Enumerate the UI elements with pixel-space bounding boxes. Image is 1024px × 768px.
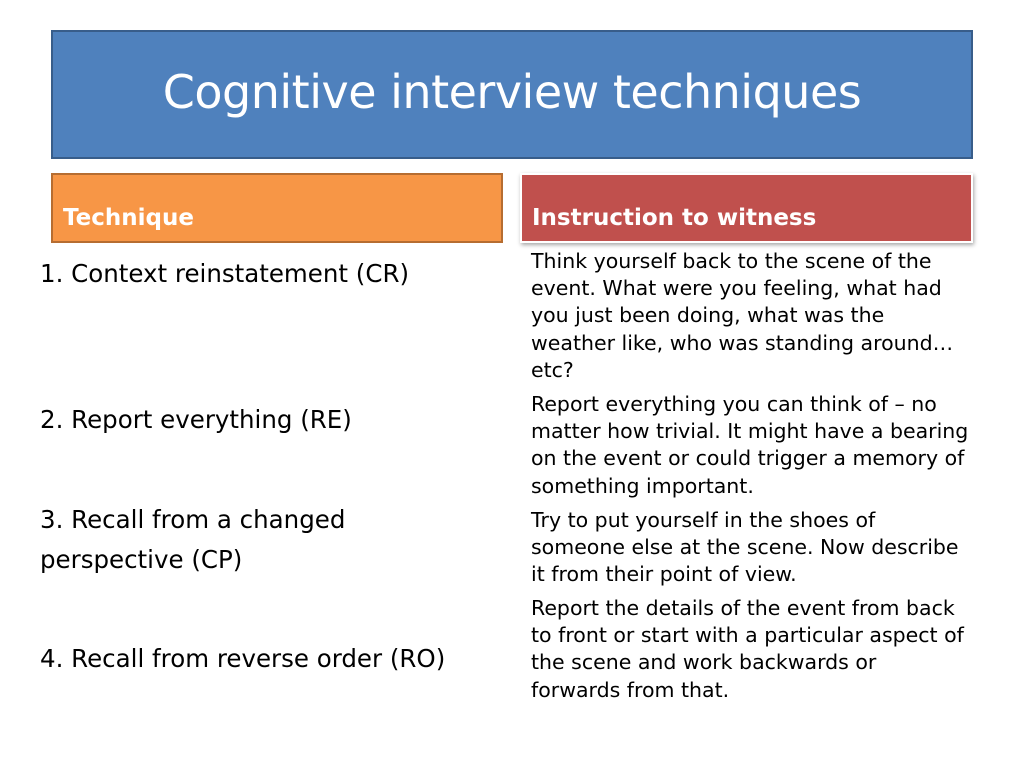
technique-item-1: 1. Context reinstatement (CR) xyxy=(40,259,410,288)
technique-item-4: 4. Recall from reverse order (RO) xyxy=(40,644,446,673)
instruction-item-1: Think yourself back to the scene of the … xyxy=(531,249,954,382)
technique-item-2: 2. Report everything (RE) xyxy=(40,405,352,434)
instruction-header: Instruction to witness xyxy=(520,173,973,243)
technique-header: Technique xyxy=(51,173,503,243)
instruction-item-2: Report everything you can think of – no … xyxy=(531,392,969,498)
instruction-item-3: Try to put yourself in the shoes of some… xyxy=(531,508,959,587)
technique-header-label: Technique xyxy=(63,205,194,231)
title-banner: Cognitive interview techniques xyxy=(51,30,973,159)
instruction-header-label: Instruction to witness xyxy=(532,205,817,231)
technique-item-3: 3. Recall from a changed perspective (CP… xyxy=(40,505,346,574)
instruction-item-4: Report the details of the event from bac… xyxy=(531,596,964,702)
slide-title: Cognitive interview techniques xyxy=(162,64,862,119)
